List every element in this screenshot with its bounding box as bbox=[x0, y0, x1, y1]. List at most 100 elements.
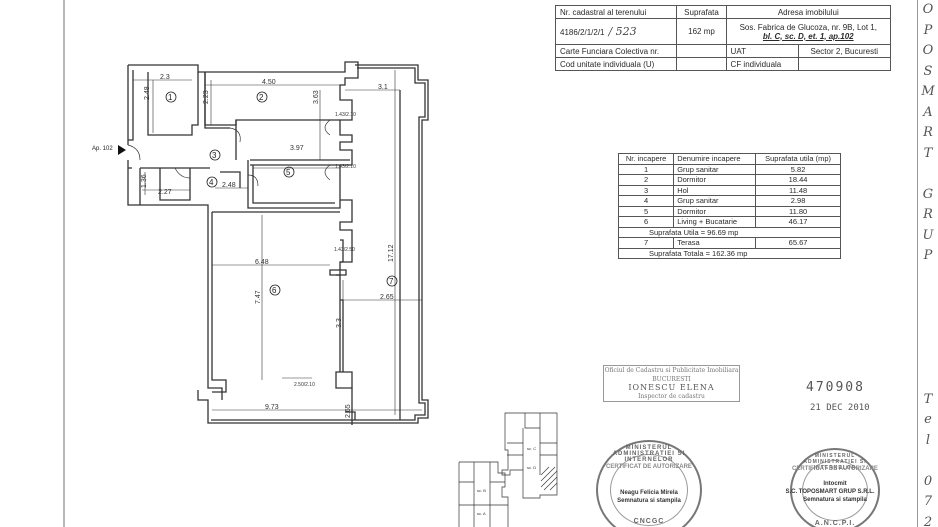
authorization-seal-right: MINISTERUL ADMINISTRATIEI SI INTERNELOR … bbox=[785, 448, 880, 527]
room-name: Terasa bbox=[673, 237, 757, 249]
room-nr: 7 bbox=[617, 237, 675, 249]
svg-text:17.12: 17.12 bbox=[388, 244, 395, 262]
cadastral-handwritten: / 523 bbox=[608, 25, 637, 38]
room-area: 11.80 bbox=[755, 205, 841, 217]
seal-bottom-text: CNCGC bbox=[633, 518, 665, 525]
svg-text:2.27: 2.27 bbox=[158, 189, 172, 196]
cf-individual-value bbox=[797, 57, 892, 71]
unit-code-value bbox=[676, 57, 727, 71]
seal-ring-text: MINISTERUL ADMINISTRATIEI SI INTERNELOR bbox=[803, 453, 867, 471]
cadastral-number: 4186/2/1/2/1 bbox=[560, 28, 605, 37]
svg-text:4.50: 4.50 bbox=[262, 79, 276, 86]
cf-collective-label: Carte Funciara Colectiva nr. bbox=[554, 44, 678, 58]
room-name: Grup sanitar bbox=[673, 163, 757, 175]
svg-text:6.48: 6.48 bbox=[255, 259, 269, 266]
svg-text:2.48: 2.48 bbox=[222, 182, 236, 189]
svg-text:2.3: 2.3 bbox=[160, 74, 170, 81]
room-name: Living + Bucatarie bbox=[673, 216, 757, 228]
svg-text:5: 5 bbox=[286, 168, 291, 177]
svg-text:3.63: 3.63 bbox=[313, 90, 320, 104]
unit-code-label: Cod unitate individuala (U) bbox=[554, 57, 678, 71]
area-value: 162 mp bbox=[676, 18, 727, 45]
room-nr: 5 bbox=[617, 205, 675, 217]
room-nr: 3 bbox=[617, 184, 675, 196]
room-area: 11.48 bbox=[755, 184, 841, 196]
table-row: 4 Grup sanitar 2.98 bbox=[617, 195, 841, 207]
svg-text:7: 7 bbox=[389, 277, 394, 286]
room-name: Dormitor bbox=[673, 174, 757, 186]
company-vertical-banner: O P O S M A R T G R U P T e l 0 7 2 2 4 … bbox=[921, 2, 935, 527]
svg-text:1.36: 1.36 bbox=[141, 174, 148, 188]
registration-number: 470908 bbox=[806, 380, 865, 395]
registration-date: 21 DEC 2010 bbox=[810, 403, 870, 413]
table-row: 5 Dormitor 11.80 bbox=[617, 205, 841, 217]
seal-prepared-by: Intocmit bbox=[823, 481, 847, 487]
room-name: Hol bbox=[673, 184, 757, 196]
seal-ring-text: MINISTERUL ADMINISTRATIEI SI INTERNELOR bbox=[612, 445, 686, 463]
table-row: 7 Terasa 65.67 bbox=[617, 237, 841, 249]
seal-caption: Semnatura si stampila bbox=[617, 498, 681, 504]
col-room-nr: Nr. incapere bbox=[617, 153, 675, 165]
key-plan bbox=[458, 412, 558, 527]
seal-bottom-text: A.N.C.P.I. bbox=[814, 520, 856, 527]
scan-margin-line bbox=[63, 0, 65, 527]
apartment-label: Ap. 102 bbox=[92, 146, 113, 152]
room-area: 18.44 bbox=[755, 174, 841, 186]
table-row: 1 Grup sanitar 5.82 bbox=[617, 163, 841, 175]
address-line-2: bl. C, sc. D, et. 1, ap.102 bbox=[762, 31, 854, 41]
table-row: 2 Dormitor 18.44 bbox=[617, 174, 841, 186]
svg-text:7.47: 7.47 bbox=[255, 290, 262, 304]
room-nr: 1 bbox=[617, 163, 675, 175]
header-area: Suprafata bbox=[676, 5, 727, 19]
cf-collective-value bbox=[676, 44, 727, 58]
room-nr: 6 bbox=[617, 216, 675, 228]
svg-text:2.65: 2.65 bbox=[380, 294, 394, 301]
svg-text:9.73: 9.73 bbox=[265, 404, 279, 411]
cf-individual-label: CF individuala bbox=[725, 57, 799, 71]
svg-text:6: 6 bbox=[272, 286, 277, 295]
room-nr: 4 bbox=[617, 195, 675, 207]
svg-text:2.48: 2.48 bbox=[144, 86, 151, 100]
svg-text:3.97: 3.97 bbox=[290, 145, 304, 152]
room-name: Grup sanitar bbox=[673, 195, 757, 207]
seal-caption: Semnatura si stampila bbox=[803, 497, 867, 503]
grand-total-area: Suprafata Totala = 162.36 mp bbox=[618, 247, 841, 259]
svg-text:sc. C: sc. C bbox=[527, 446, 536, 451]
floor-plan: 1 2 3 4 5 6 7 2.3 4.50 3.1 3.97 2.48 2.2… bbox=[118, 61, 558, 527]
table-row: 3 Hol 11.48 bbox=[617, 184, 841, 196]
svg-text:2.50/2.10: 2.50/2.10 bbox=[294, 382, 315, 388]
address-line-1: Sos. Fabrica de Glucoza, nr. 9B, Lot 1, bbox=[739, 22, 877, 32]
svg-text:2: 2 bbox=[259, 93, 264, 102]
room-name: Dormitor bbox=[673, 205, 757, 217]
ocpi-inspector-stamp: Oficiul de Cadastru si Publicitate Imobi… bbox=[603, 365, 740, 402]
svg-text:1.43/2.10: 1.43/2.10 bbox=[335, 164, 356, 170]
seal-company: S.C. TOPOSMART GRUP S.R.L. bbox=[785, 489, 875, 495]
entry-arrow-icon bbox=[118, 145, 126, 155]
svg-text:1.43/2.10: 1.43/2.10 bbox=[335, 112, 356, 118]
col-room-name: Denumire incapere bbox=[673, 153, 757, 165]
svg-text:1: 1 bbox=[168, 93, 173, 102]
svg-text:sc. A: sc. A bbox=[477, 511, 486, 516]
banner-divider bbox=[917, 0, 918, 527]
cadastral-number-cell: 4186/2/1/2/1/ 523 bbox=[554, 18, 678, 45]
svg-text:1.43/2.50: 1.43/2.50 bbox=[334, 247, 355, 253]
address-value: Sos. Fabrica de Glucoza, nr. 9B, Lot 1, … bbox=[725, 18, 892, 45]
usable-area-total: Suprafata Utila = 96.69 mp bbox=[618, 226, 841, 238]
rooms-table: Nr. incapere Denumire incapere Suprafata… bbox=[617, 153, 841, 259]
ocpi-inspector-role: Inspector de cadastru bbox=[638, 392, 705, 400]
room-area: 46.17 bbox=[755, 216, 841, 228]
svg-text:2.65: 2.65 bbox=[345, 404, 352, 418]
header-address: Adresa imobilului bbox=[725, 5, 892, 19]
uat-label: UAT bbox=[725, 44, 799, 58]
ocpi-city: BUCURESTI bbox=[652, 375, 691, 383]
svg-text:3: 3 bbox=[212, 151, 217, 160]
svg-text:4: 4 bbox=[209, 178, 214, 187]
svg-text:sc. D: sc. D bbox=[527, 465, 536, 470]
seal-certificate-text: CERTIFICAT DE AUTORIZARE bbox=[792, 466, 878, 472]
svg-text:2.23: 2.23 bbox=[203, 90, 210, 104]
ocpi-inspector-name: IONESCU ELENA bbox=[628, 383, 715, 392]
ocpi-office: Oficiul de Cadastru si Publicitate Imobi… bbox=[604, 367, 739, 374]
cadastral-header-table: Nr. cadastral al terenului Suprafata Adr… bbox=[554, 5, 892, 71]
room-area: 65.67 bbox=[755, 237, 841, 249]
room-nr: 2 bbox=[617, 174, 675, 186]
